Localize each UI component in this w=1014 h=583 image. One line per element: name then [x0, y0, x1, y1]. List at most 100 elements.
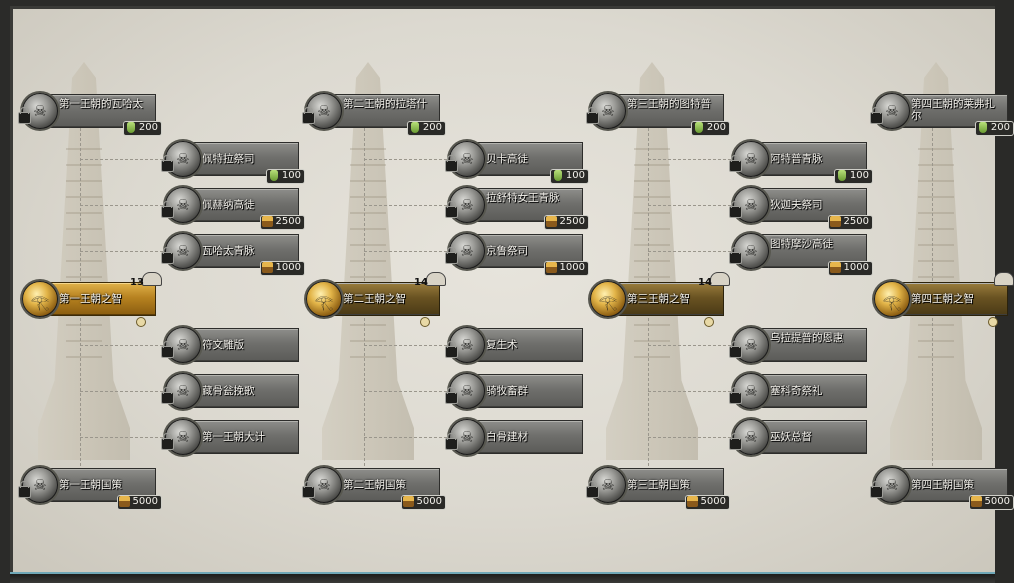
connector-line — [364, 205, 447, 206]
perk-node[interactable]: 巫妖总督☠ — [727, 414, 871, 462]
hint-icon — [988, 317, 998, 327]
perk-node[interactable]: 乌拉提普的恩惠☠ — [727, 322, 871, 370]
wisdom-tablet-icon: 𓂀 — [300, 276, 348, 324]
perk-node[interactable]: 复生术☠ — [443, 322, 587, 370]
node-label: 第一王朝的瓦哈太 — [59, 98, 143, 110]
node-plate: 白骨建材 — [469, 420, 583, 454]
policy-node[interactable]: 第一王朝国策☠5000 — [16, 462, 162, 510]
wisdom-tablet-icon: 𓂀 — [598, 292, 618, 311]
node-label: 瓦哈太青脉 — [202, 245, 255, 257]
ruler-node[interactable]: 第四王朝的莱弗扎尔☠200 — [868, 88, 1014, 136]
lock-icon — [445, 201, 458, 218]
cost-badge: 5000 — [116, 495, 162, 510]
portrait-icon: ☠ — [176, 428, 190, 446]
lock-icon — [161, 433, 174, 450]
lock-icon — [161, 387, 174, 404]
bottle-icon — [553, 170, 562, 181]
cost-badge: 5000 — [684, 495, 730, 510]
unit-node[interactable]: 佩特拉祭司 ☠ 100 — [159, 136, 305, 184]
unit-node[interactable]: 阿特普青脉☠100 — [727, 136, 873, 184]
policy-node[interactable]: 第二王朝国策☠5000 — [300, 462, 446, 510]
unit-node[interactable]: 贝卡高徒☠100 — [443, 136, 589, 184]
cost-badge: 200 — [690, 121, 730, 136]
lock-icon — [18, 481, 31, 498]
portrait-icon: ☠ — [176, 150, 190, 168]
lock-icon — [729, 247, 742, 264]
unit-node[interactable]: 瓦哈太青脉☠1000 — [159, 228, 305, 276]
node-label: 乌拉提普的恩惠 — [770, 332, 844, 344]
bottle-icon — [126, 122, 135, 133]
wisdom-tablet-icon: 𓂀 — [882, 292, 902, 311]
bottle-icon — [694, 122, 703, 133]
cost-badge: 100 — [833, 169, 873, 184]
lock-icon — [302, 107, 315, 124]
portrait-icon: ☠ — [33, 102, 47, 120]
node-plate: 第三王朝之智 — [610, 282, 724, 316]
lock-icon — [729, 201, 742, 218]
cost-value: 1000 — [843, 262, 869, 273]
chest-icon — [118, 496, 130, 507]
perk-node[interactable]: 骑牧畜群☠ — [443, 368, 587, 416]
lock-icon — [586, 481, 599, 498]
connector-line — [648, 251, 731, 252]
portrait-icon: ☠ — [601, 102, 615, 120]
ruler-node[interactable]: 第三王朝的图特普☠200 — [584, 88, 730, 136]
portrait-icon: ☠ — [744, 242, 758, 260]
cost-value: 1000 — [559, 262, 585, 273]
portrait-icon: ☠ — [460, 382, 474, 400]
portrait-icon: ☠ — [33, 476, 47, 494]
obelisk-decoration — [878, 62, 994, 460]
perk-node[interactable]: 塞科奇祭礼☠ — [727, 368, 871, 416]
chest-icon — [829, 262, 841, 273]
chest-icon — [545, 262, 557, 273]
node-label: 巫妖总督 — [770, 431, 812, 443]
portrait-icon: ☠ — [460, 242, 474, 260]
ruler-node[interactable]: 第二王朝的拉塔什☠200 — [300, 88, 446, 136]
cost-badge: 1000 — [259, 261, 305, 276]
chest-icon — [686, 496, 698, 507]
portrait-icon: ☠ — [601, 476, 615, 494]
node-plate: 第一王朝大计 — [185, 420, 299, 454]
perk-node[interactable]: 符文雕版☠ — [159, 322, 303, 370]
unit-node[interactable]: 京鲁祭司 ☠ 1000 — [443, 228, 589, 276]
cost-badge: 200 — [974, 121, 1014, 136]
node-label: 阿特普青脉 — [770, 153, 823, 165]
connector-line — [80, 437, 163, 438]
lock-icon — [161, 201, 174, 218]
hint-icon — [704, 317, 714, 327]
perk-node[interactable]: 藏骨瓮挽歌☠ — [159, 368, 303, 416]
portrait-icon: ☠ — [744, 196, 758, 214]
policy-node[interactable]: 第四王朝国策☠5000 — [868, 462, 1014, 510]
node-label: 京鲁祭司 — [486, 245, 528, 257]
node-plate: 塞科奇祭礼 — [753, 374, 867, 408]
node-label: 佩特拉祭司 — [202, 153, 255, 165]
policy-node[interactable]: 第三王朝国策 ☠ 5000 — [584, 462, 730, 510]
node-label: 第一王朝之智 — [59, 293, 122, 305]
cost-value: 2500 — [843, 216, 869, 227]
node-label: 复生术 — [486, 339, 518, 351]
connector-line — [80, 251, 163, 252]
node-plate: 第二王朝之智 — [326, 282, 440, 316]
hieroglyph-carvings — [66, 142, 102, 372]
unit-node[interactable]: 狄迦夫祭司☠2500 — [727, 182, 873, 230]
node-label: 塞科奇祭礼 — [770, 385, 823, 397]
perk-node[interactable]: 白骨建材☠ — [443, 414, 587, 462]
obelisk-decoration — [594, 62, 710, 460]
connector-line — [648, 437, 731, 438]
hieroglyph-carvings — [634, 142, 670, 372]
unit-node[interactable]: 佩赫纳高徒☠2500 — [159, 182, 305, 230]
unit-node[interactable]: 拉舒特女王青脉☠2500 — [443, 182, 589, 230]
connector-line — [648, 391, 731, 392]
ruler-node[interactable]: 第一王朝的瓦哈太☠200 — [16, 88, 162, 136]
node-label: 第三王朝国策 — [627, 479, 690, 491]
perk-node[interactable]: 第一王朝大计☠ — [159, 414, 303, 462]
hieroglyph-carvings — [350, 142, 386, 372]
scroll-icon — [994, 272, 1014, 286]
unit-node[interactable]: 图特摩沙高徒☠1000 — [727, 228, 873, 276]
cost-badge: 100 — [265, 169, 305, 184]
